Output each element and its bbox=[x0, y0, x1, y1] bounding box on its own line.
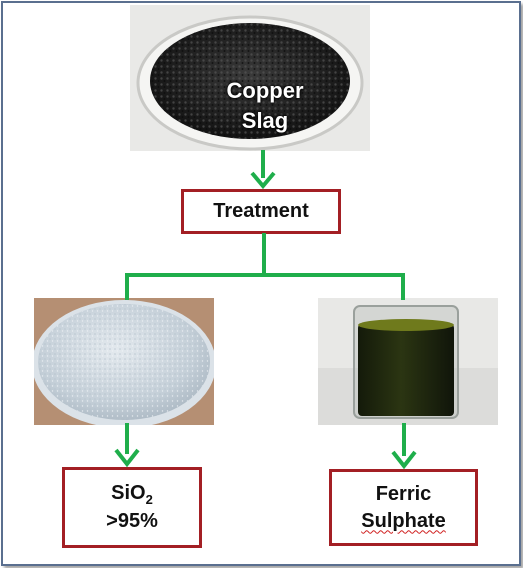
copper-slag-photo bbox=[130, 5, 370, 151]
sio2-formula-subscript: 2 bbox=[145, 491, 153, 507]
copper-slag-label: Copper Slag bbox=[200, 76, 330, 136]
silica-photo bbox=[34, 298, 214, 425]
copper-slag-line2: Slag bbox=[241, 108, 289, 133]
arrowhead-ferric bbox=[391, 450, 417, 470]
copper-slag-line1: Copper bbox=[226, 78, 304, 103]
ferric-sulphate-box: Ferric Sulphate bbox=[329, 469, 478, 546]
treatment-label: Treatment bbox=[213, 200, 309, 222]
ferric-line1: Ferric bbox=[375, 482, 432, 505]
treatment-box: Treatment bbox=[181, 189, 341, 234]
sio2-box: SiO2 >95% bbox=[62, 467, 202, 548]
arrowhead-silica bbox=[114, 448, 140, 468]
ferric-line2: Sulphate bbox=[361, 509, 446, 532]
arrowhead-treatment bbox=[250, 171, 276, 190]
ferric-sulphate-photo bbox=[318, 298, 498, 425]
sio2-purity: >95% bbox=[106, 510, 158, 533]
sio2-formula: SiO2 bbox=[111, 480, 153, 509]
sio2-formula-base: SiO bbox=[111, 481, 146, 504]
